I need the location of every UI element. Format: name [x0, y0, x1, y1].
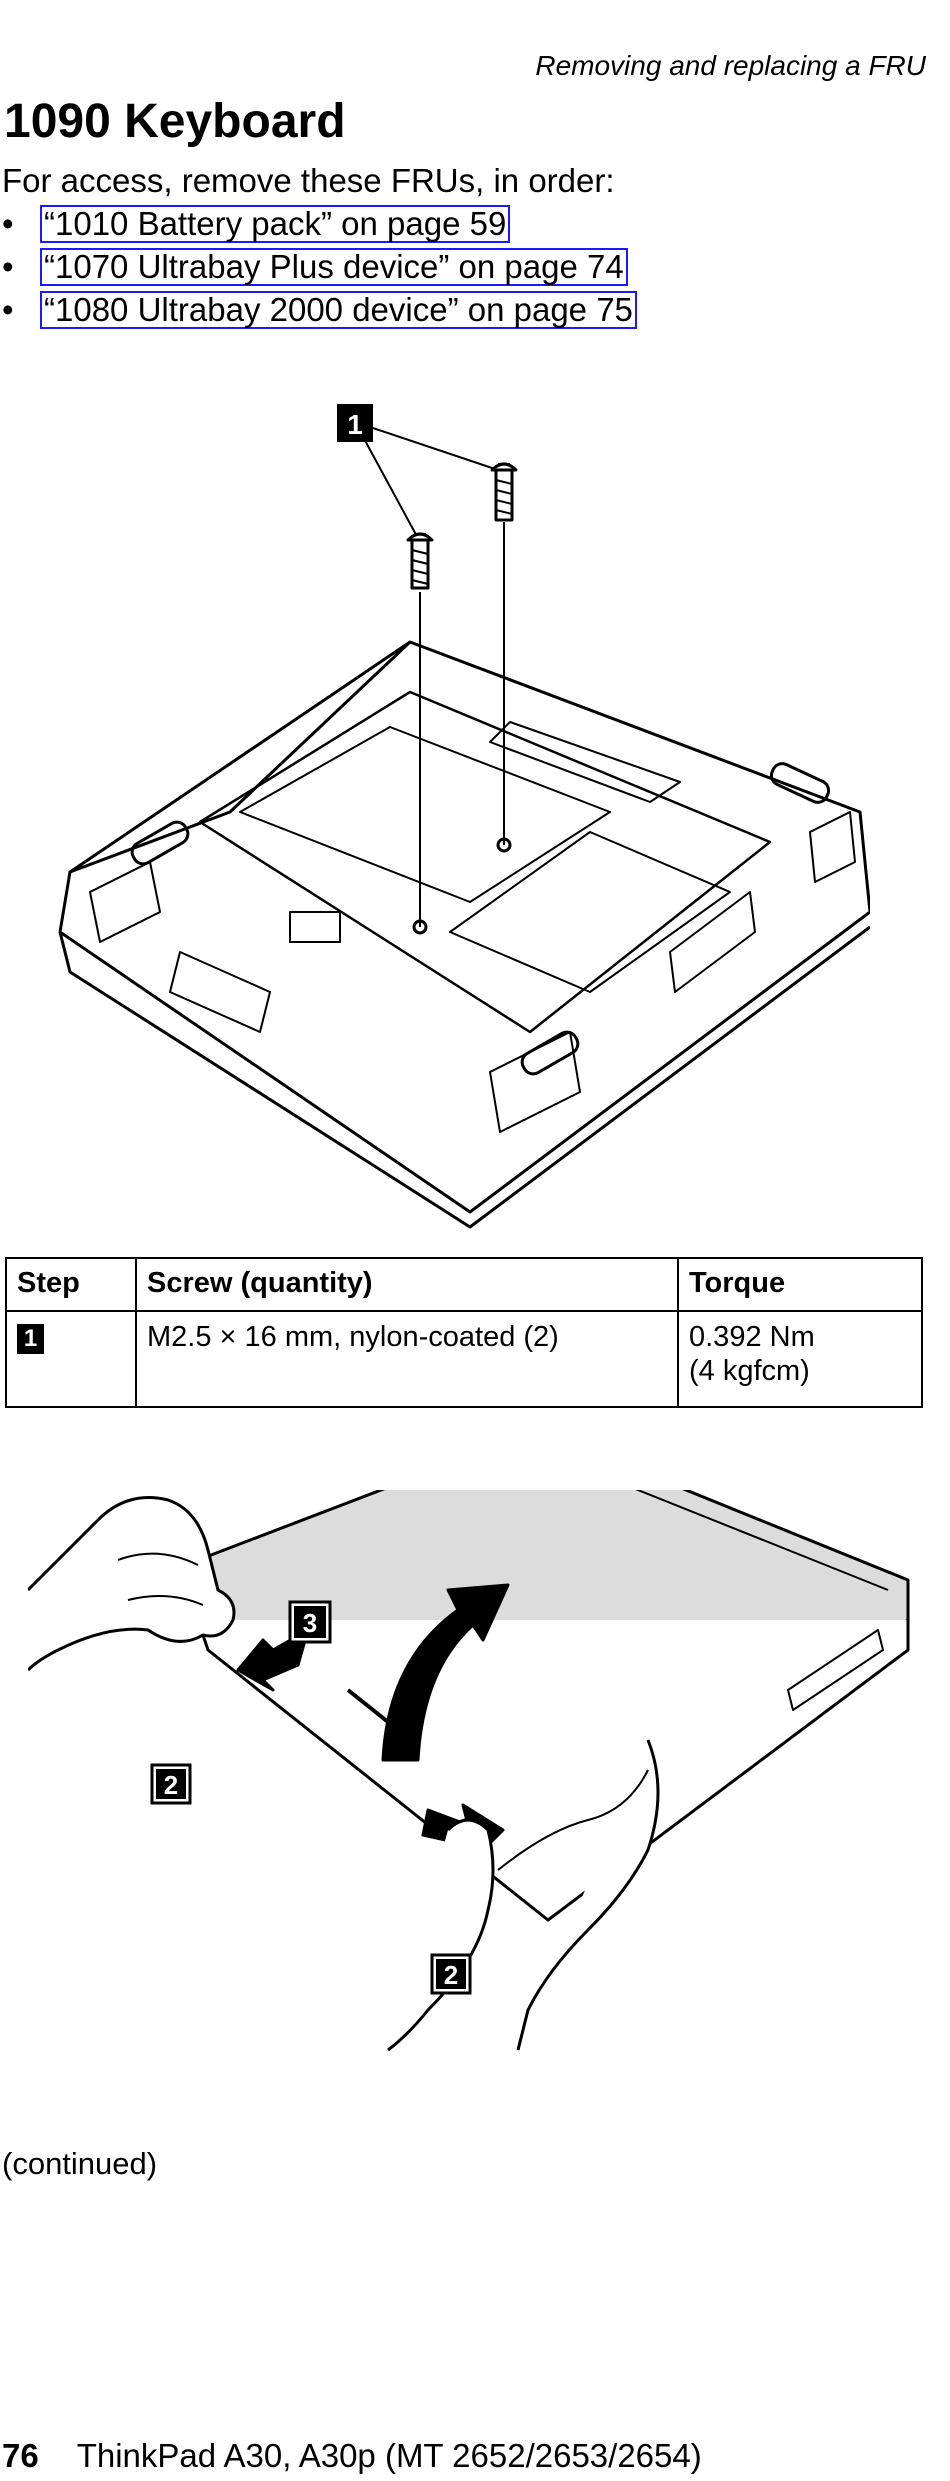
link-ultrabay-plus[interactable]: “1070 Ultrabay Plus device” on page 74	[40, 248, 628, 286]
bullet: •	[2, 205, 14, 242]
page-footer: 76 ThinkPad A30, A30p (MT 2652/2653/2654)	[2, 2437, 702, 2475]
link-ultrabay-2000[interactable]: “1080 Ultrabay 2000 device” on page 75	[40, 291, 637, 329]
list-item: • “1010 Battery pack” on page 59	[0, 202, 637, 245]
screw-cell: M2.5 × 16 mm, nylon-coated (2)	[135, 1310, 679, 1408]
callout-3: 3	[288, 1600, 332, 1644]
svg-text:2: 2	[164, 1770, 178, 1800]
link-battery-pack[interactable]: “1010 Battery pack” on page 59	[40, 205, 511, 243]
callout-2-left: 2	[150, 1763, 192, 1805]
torque-cell: 0.392 Nm (4 kgfcm)	[677, 1310, 923, 1408]
callout-2-right: 2	[430, 1953, 472, 1995]
keyboard-removal-illustration: 3 2 2	[28, 1490, 910, 2052]
screw-torque-table: Step Screw (quantity) Torque 1 M2.5 × 16…	[5, 1257, 923, 1408]
page-number: 76	[2, 2437, 39, 2474]
column-header-screw: Screw (quantity)	[135, 1257, 679, 1312]
intro-text: For access, remove these FRUs, in order:	[2, 162, 615, 199]
page-title: 1090 Keyboard	[4, 95, 346, 148]
torque-value: 0.392 Nm	[689, 1321, 815, 1353]
column-header-step: Step	[5, 1257, 137, 1312]
column-header-torque: Torque	[677, 1257, 923, 1312]
svg-text:1: 1	[347, 409, 363, 440]
svg-text:3: 3	[303, 1608, 317, 1638]
torque-value-kgfcm: (4 kgfcm)	[689, 1355, 810, 1387]
bullet: •	[2, 248, 14, 285]
step-badge: 1	[17, 1324, 44, 1354]
list-item: • “1070 Ultrabay Plus device” on page 74	[0, 245, 637, 288]
continued-note: (continued)	[2, 2146, 158, 2181]
book-title: ThinkPad A30, A30p (MT 2652/2653/2654)	[76, 2437, 702, 2474]
bullet: •	[2, 291, 14, 328]
list-item: • “1080 Ultrabay 2000 device” on page 75	[0, 288, 637, 331]
step-cell: 1	[5, 1310, 137, 1408]
laptop-underside-illustration: 1	[58, 404, 870, 1229]
prerequisite-list: • “1010 Battery pack” on page 59 • “1070…	[0, 202, 637, 331]
table-header-row: Step Screw (quantity) Torque	[5, 1257, 923, 1312]
svg-text:2: 2	[444, 1960, 458, 1990]
running-header: Removing and replacing a FRU	[535, 50, 926, 81]
callout-1: 1	[337, 404, 373, 442]
table-row: 1 M2.5 × 16 mm, nylon-coated (2) 0.392 N…	[5, 1310, 923, 1408]
